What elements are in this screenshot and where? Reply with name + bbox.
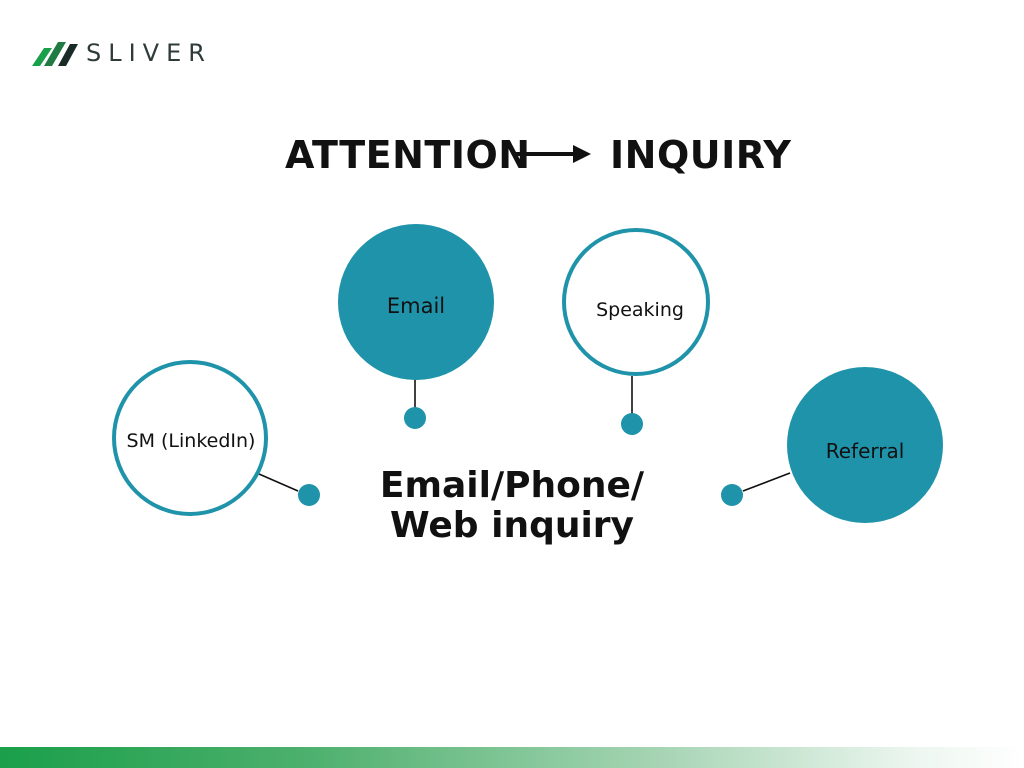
- node-email-label: Email: [386, 294, 446, 318]
- dot-email: [404, 407, 426, 429]
- node-sm-circle: [112, 360, 268, 516]
- connector-sm: [258, 473, 299, 492]
- heading-inquiry: INQUIRY: [610, 133, 792, 177]
- center-inquiry-text: Email/Phone/ Web inquiry: [320, 466, 704, 546]
- brand-logo: SLIVER: [32, 38, 212, 68]
- center-line-1: Email/Phone/: [379, 465, 645, 506]
- connector-referral: [742, 472, 791, 492]
- dot-speaking: [621, 413, 643, 435]
- arrow-right-icon: [513, 145, 591, 163]
- center-line-2: Web inquiry: [389, 505, 635, 546]
- node-referral-label: Referral: [825, 439, 905, 463]
- sliver-logo-icon: [32, 42, 78, 66]
- heading-attention: ATTENTION: [285, 133, 531, 177]
- dot-referral: [721, 484, 743, 506]
- node-speaking-circle: [562, 228, 710, 376]
- node-referral-circle: [787, 367, 943, 523]
- node-speaking-label: Speaking: [596, 299, 684, 321]
- bottom-gradient-bar: [0, 747, 1024, 768]
- node-sm-label: SM (LinkedIn): [126, 430, 256, 452]
- brand-name: SLIVER: [86, 39, 212, 67]
- node-email-circle: [338, 224, 494, 380]
- dot-sm: [298, 484, 320, 506]
